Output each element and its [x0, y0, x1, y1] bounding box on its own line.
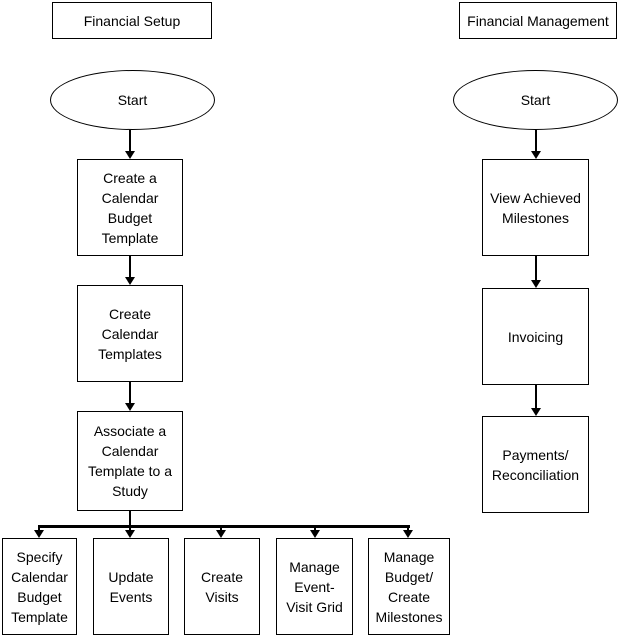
- arrow-head-icon: [310, 530, 320, 538]
- create-calendar-budget-template-step: Create a Calendar Budget Template: [77, 159, 183, 256]
- financial-management-header-label: Financial Management: [467, 12, 609, 29]
- arrow-head-icon: [125, 403, 135, 411]
- branch-label: Specify Calendar Budget Template: [11, 548, 68, 625]
- branch-drop-line: [129, 526, 131, 531]
- connector-line: [535, 385, 537, 408]
- payments-reconciliation-step: Payments/ Reconciliation: [482, 416, 589, 513]
- arrow-head-icon: [531, 408, 541, 416]
- arrow-head-icon: [125, 277, 135, 285]
- branch-label: Update Events: [108, 568, 154, 605]
- branch-drop-line: [314, 526, 316, 531]
- connector-line: [129, 256, 131, 277]
- step-label: Invoicing: [507, 328, 564, 345]
- branch-drop-line: [220, 526, 222, 531]
- invoicing-step: Invoicing: [482, 288, 589, 385]
- financial-setup-header-label: Financial Setup: [83, 12, 181, 29]
- arrow-head-icon: [531, 151, 541, 159]
- management-start-oval: Start: [453, 70, 618, 130]
- step-label: Create Calendar Templates: [98, 305, 162, 362]
- step-label: Create a Calendar Budget Template: [101, 169, 159, 246]
- create-calendar-templates-step: Create Calendar Templates: [77, 285, 183, 382]
- setup-start-label: Start: [117, 92, 148, 108]
- management-start-label: Start: [520, 92, 551, 108]
- update-events-step: Update Events: [93, 538, 169, 635]
- arrow-head-icon: [531, 280, 541, 288]
- step-label: View Achieved Milestones: [490, 189, 581, 226]
- create-visits-step: Create Visits: [184, 538, 260, 635]
- step-label: Associate a Calendar Template to a Study: [87, 423, 173, 499]
- associate-calendar-template-step: Associate a Calendar Template to a Study: [77, 411, 183, 511]
- manage-event-visit-grid-step: Manage Event- Visit Grid: [276, 538, 353, 635]
- financial-setup-header: Financial Setup: [52, 2, 212, 39]
- connector-line: [535, 256, 537, 280]
- setup-start-oval: Start: [50, 70, 215, 130]
- branch-label: Create Visits: [200, 568, 244, 605]
- financial-management-header: Financial Management: [459, 2, 617, 39]
- connector-line: [129, 382, 131, 403]
- manage-budget-create-milestones-step: Manage Budget/ Create Milestones: [368, 538, 450, 635]
- branch-drop-line: [407, 526, 409, 531]
- branch-drop-line: [38, 526, 40, 531]
- connector-line: [535, 130, 537, 151]
- step-label: Payments/ Reconciliation: [491, 446, 580, 483]
- view-achieved-milestones-step: View Achieved Milestones: [482, 159, 589, 256]
- arrow-head-icon: [125, 151, 135, 159]
- arrow-head-icon: [403, 530, 413, 538]
- arrow-head-icon: [34, 530, 44, 538]
- branch-stem-line: [129, 511, 131, 526]
- arrow-head-icon: [216, 530, 226, 538]
- arrow-head-icon: [125, 530, 135, 538]
- connector-line: [129, 130, 131, 151]
- branch-bus-line: [38, 525, 410, 528]
- specify-calendar-budget-template-step: Specify Calendar Budget Template: [2, 538, 77, 635]
- branch-label: Manage Budget/ Create Milestones: [375, 548, 443, 625]
- branch-label: Manage Event- Visit Grid: [286, 558, 343, 615]
